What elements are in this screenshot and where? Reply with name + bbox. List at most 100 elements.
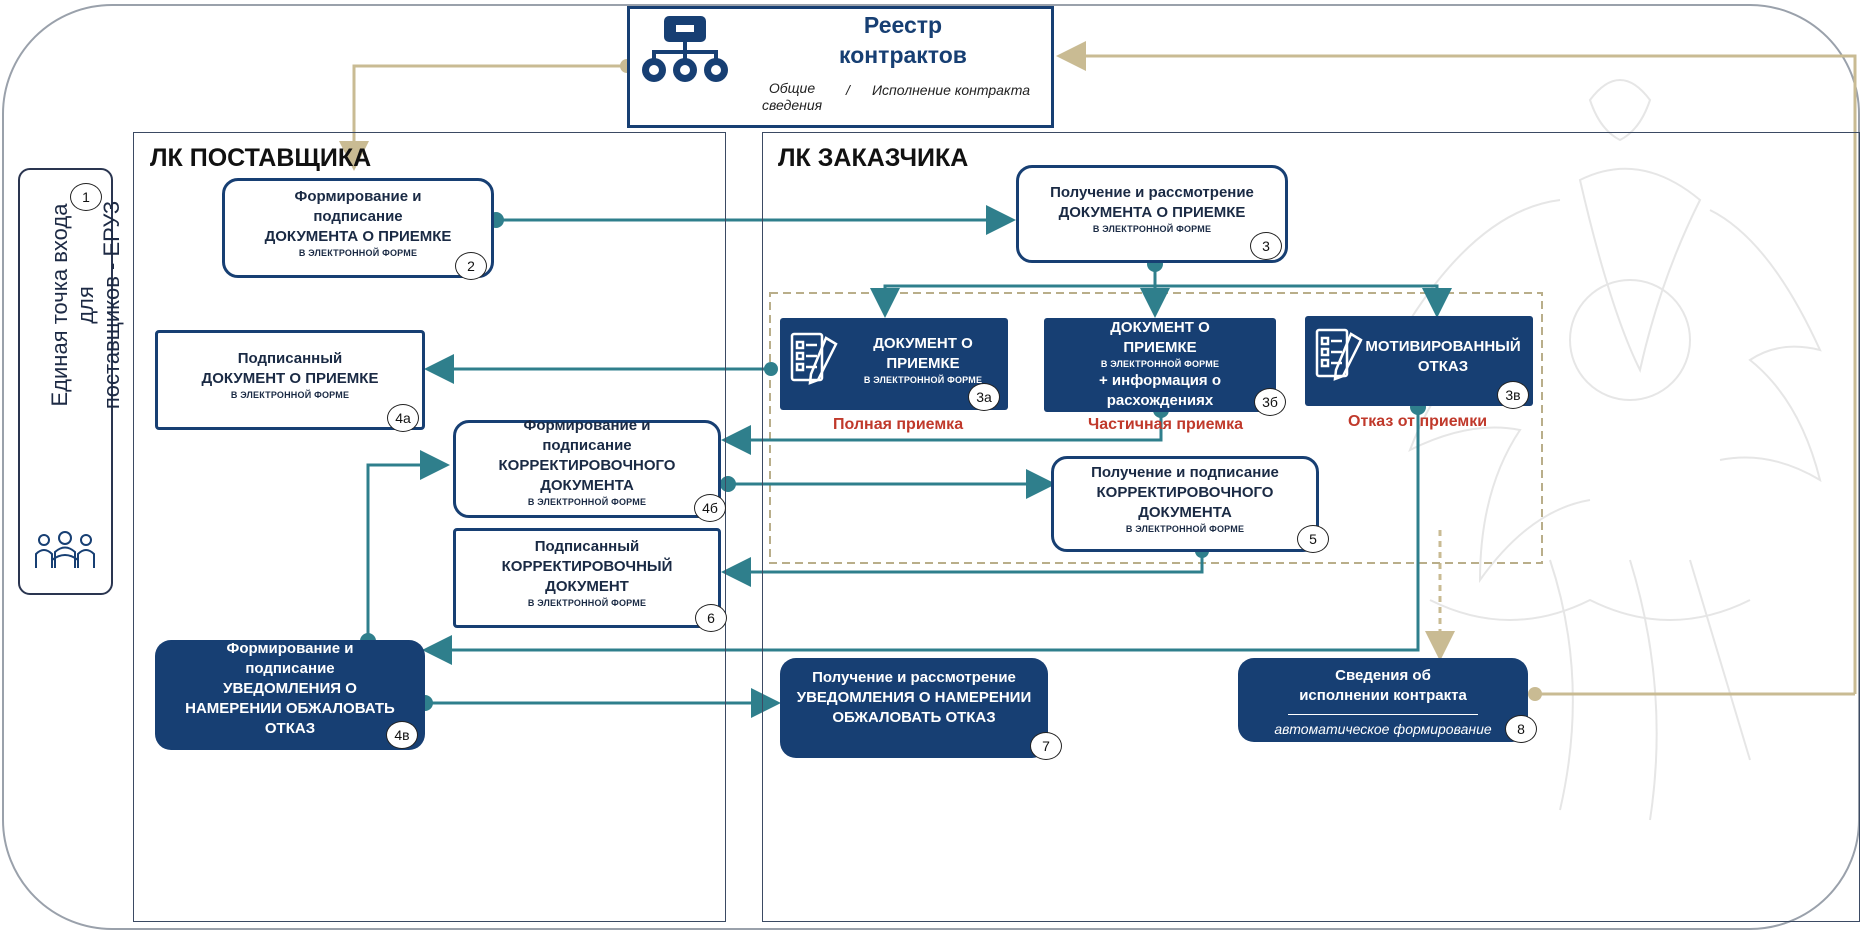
flow-3b-to-4b [721,412,1163,455]
box-3a-small: В ЭЛЕКТРОННОЙ ФОРМЕ [863,374,983,385]
step-number-7: 7 [1030,732,1062,760]
customer-panel-title: ЛК ЗАКАЗЧИКА [778,144,969,172]
box-5-line1: Получение и подписание [1091,463,1279,481]
box-3a-line1: ДОКУМЕНТ О [873,334,973,352]
link-b8-to-registry [1056,41,1857,694]
customer-panel [762,132,1860,922]
box-5-small: В ЭЛЕКТРОННОЙ ФОРМЕ [1125,523,1245,534]
flow-4v-to-4b [366,450,450,640]
box-7-line3: ОБЖАЛОВАТЬ ОТКАЗ [832,709,996,726]
box-3b-small: В ЭЛЕКТРОННОЙ ФОРМЕ [1100,358,1220,369]
step-number-3b: 3б [1254,388,1286,416]
box-6-line3: ДОКУМЕНТ [545,577,629,595]
document-icon [790,332,838,385]
eagle-emblem-watermark [1407,79,1822,821]
step-number-3v: 3в [1497,381,1529,409]
process-flows [366,205,1452,718]
step-number-6: 6 [695,604,727,632]
box-2-line2: подписание [313,207,403,225]
box-contract-execution-info: Сведения об исполнении контракта автомат… [1238,658,1528,742]
registry-general-line2: сведения [762,97,823,113]
step-number-1: 1 [70,183,102,211]
box-8-line1: Сведения об [1335,667,1431,684]
box-6-small: В ЭЛЕКТРОННОЙ ФОРМЕ [527,597,647,608]
box-signed-acceptance-doc: Подписанный ДОКУМЕНТ О ПРИЕМКЕ В ЭЛЕКТРО… [155,330,425,430]
box-4a-line1: Подписанный [237,349,343,367]
registry-general-line1: Общие [768,80,816,96]
box-acceptance-doc-partial: ДОКУМЕНТ О ПРИЕМКЕ В ЭЛЕКТРОННОЙ ФОРМЕ +… [1044,318,1276,412]
box-4v-line4: НАМЕРЕНИИ ОБЖАЛОВАТЬ [185,700,395,717]
box-4v-line5: ОТКАЗ [264,720,316,737]
box-4a-small: В ЭЛЕКТРОННОЙ ФОРМЕ [230,389,350,400]
single-entry-line2: поставщиков - ЕРУЗ [99,200,124,410]
step-number-5: 5 [1297,525,1329,553]
box-3v-line1: МОТИВИРОВАННЫЙ [1365,338,1521,355]
flow-5-to-6 [721,552,1204,587]
supplier-panel [133,132,726,922]
step-number-4a: 4а [387,404,419,432]
box-form-correction-doc: Формирование и подписание КОРРЕКТИРОВОЧН… [453,417,721,518]
registry-title-line1: Реестр [863,12,943,38]
box-4b-small: В ЭЛЕКТРОННОЙ ФОРМЕ [527,496,647,507]
registry-title-line2: контрактов [839,42,967,68]
step-number-3a: 3а [968,383,1000,411]
registry-title: Реестр контрактов [803,10,1003,70]
flow-3-to-3a [870,284,1155,318]
box-3a-line2: ПРИЕМКЕ [886,354,960,372]
box-receive-appeal-notice: Получение и рассмотрение УВЕДОМЛЕНИЯ О Н… [780,658,1048,758]
single-entry-label: Единая точка входа для поставщиков - ЕРУ… [47,195,125,415]
box-3b-line2: ПРИЕМКЕ [1123,338,1197,356]
registry-execution: Исполнение контракта [872,82,1030,98]
box-3-line1: Получение и рассмотрение [1050,183,1254,201]
box-3-small: В ЭЛЕКТРОННОЙ ФОРМЕ [1092,223,1212,234]
network-icon [642,16,728,82]
flow-3-to-3v [1155,284,1452,318]
registry-separator: / [846,82,850,98]
box-4v-line3: УВЕДОМЛЕНИЯ О [223,680,357,697]
box-2-line3: ДОКУМЕНТА О ПРИЕМКЕ [264,227,452,245]
step-number-8: 8 [1505,715,1537,743]
box-receive-acceptance-doc: Получение и рассмотрение ДОКУМЕНТА О ПРИ… [1016,165,1288,263]
box-receive-correction-doc: Получение и подписание КОРРЕКТИРОВОЧНОГО… [1051,456,1319,552]
box-6-line1: Подписанный [534,537,640,555]
box-8-divider [1288,714,1478,715]
box-4v-line1: Формирование и [226,640,354,657]
box-8-italic: автоматическое формирование [1274,721,1492,737]
step-number-4b: 4б [694,494,726,522]
box-signed-correction-doc: Подписанный КОРРЕКТИРОВОЧНЫЙ ДОКУМЕНТ В … [453,528,721,628]
box-form-appeal-notice: Формирование и подписание УВЕДОМЛЕНИЯ О … [155,640,425,750]
registry-general: Общие сведения [762,80,822,114]
box-7-line1: Получение и рассмотрение [812,669,1016,686]
step-number-2: 2 [455,252,487,280]
step-number-3: 3 [1250,232,1282,260]
caption-partial-acceptance: Частичная приемка [1088,416,1244,433]
people-icon [35,531,95,568]
box-7-line2: УВЕДОМЛЕНИЯ О НАМЕРЕНИИ [796,689,1032,706]
single-entry-line1: Единая точка входа для [47,203,98,407]
box-8-line2: исполнении контракта [1299,687,1467,704]
flow-3v-to-4v [422,407,1420,665]
box-4a-line2: ДОКУМЕНТ О ПРИЕМКЕ [201,369,379,387]
box-2-line1: Формирование и [294,187,422,205]
box-4b-line4: ДОКУМЕНТА [540,476,634,494]
box-4b-line2: подписание [542,436,632,454]
box-3b-line4: расхождениях [1106,391,1214,409]
box-3b-line1: ДОКУМЕНТ О [1110,318,1210,336]
box-5-line2: КОРРЕКТИРОВОЧНОГО [1096,483,1274,501]
box-3v-line2: ОТКАЗ [1417,358,1469,375]
box-5-line3: ДОКУМЕНТА [1138,503,1232,521]
box-3b-line3: + информация о [1098,371,1222,389]
box-2-small: В ЭЛЕКТРОННОЙ ФОРМЕ [298,247,418,258]
box-4v-line2: подписание [245,660,335,677]
document-icon [1315,328,1363,381]
box-4b-line3: КОРРЕКТИРОВОЧНОГО [498,456,676,474]
box-3-line2: ДОКУМЕНТА О ПРИЕМКЕ [1058,203,1246,221]
box-form-acceptance-doc: Формирование и подписание ДОКУМЕНТА О ПР… [222,178,494,278]
single-entry-panel [18,168,113,595]
box-4b-line1: Формирование и [523,416,651,434]
box-6-line2: КОРРЕКТИРОВОЧНЫЙ [501,557,673,575]
supplier-panel-title: ЛК ПОСТАВЩИКА [150,144,372,172]
caption-full-acceptance: Полная приемка [833,416,964,433]
step-number-4v: 4в [386,721,418,749]
